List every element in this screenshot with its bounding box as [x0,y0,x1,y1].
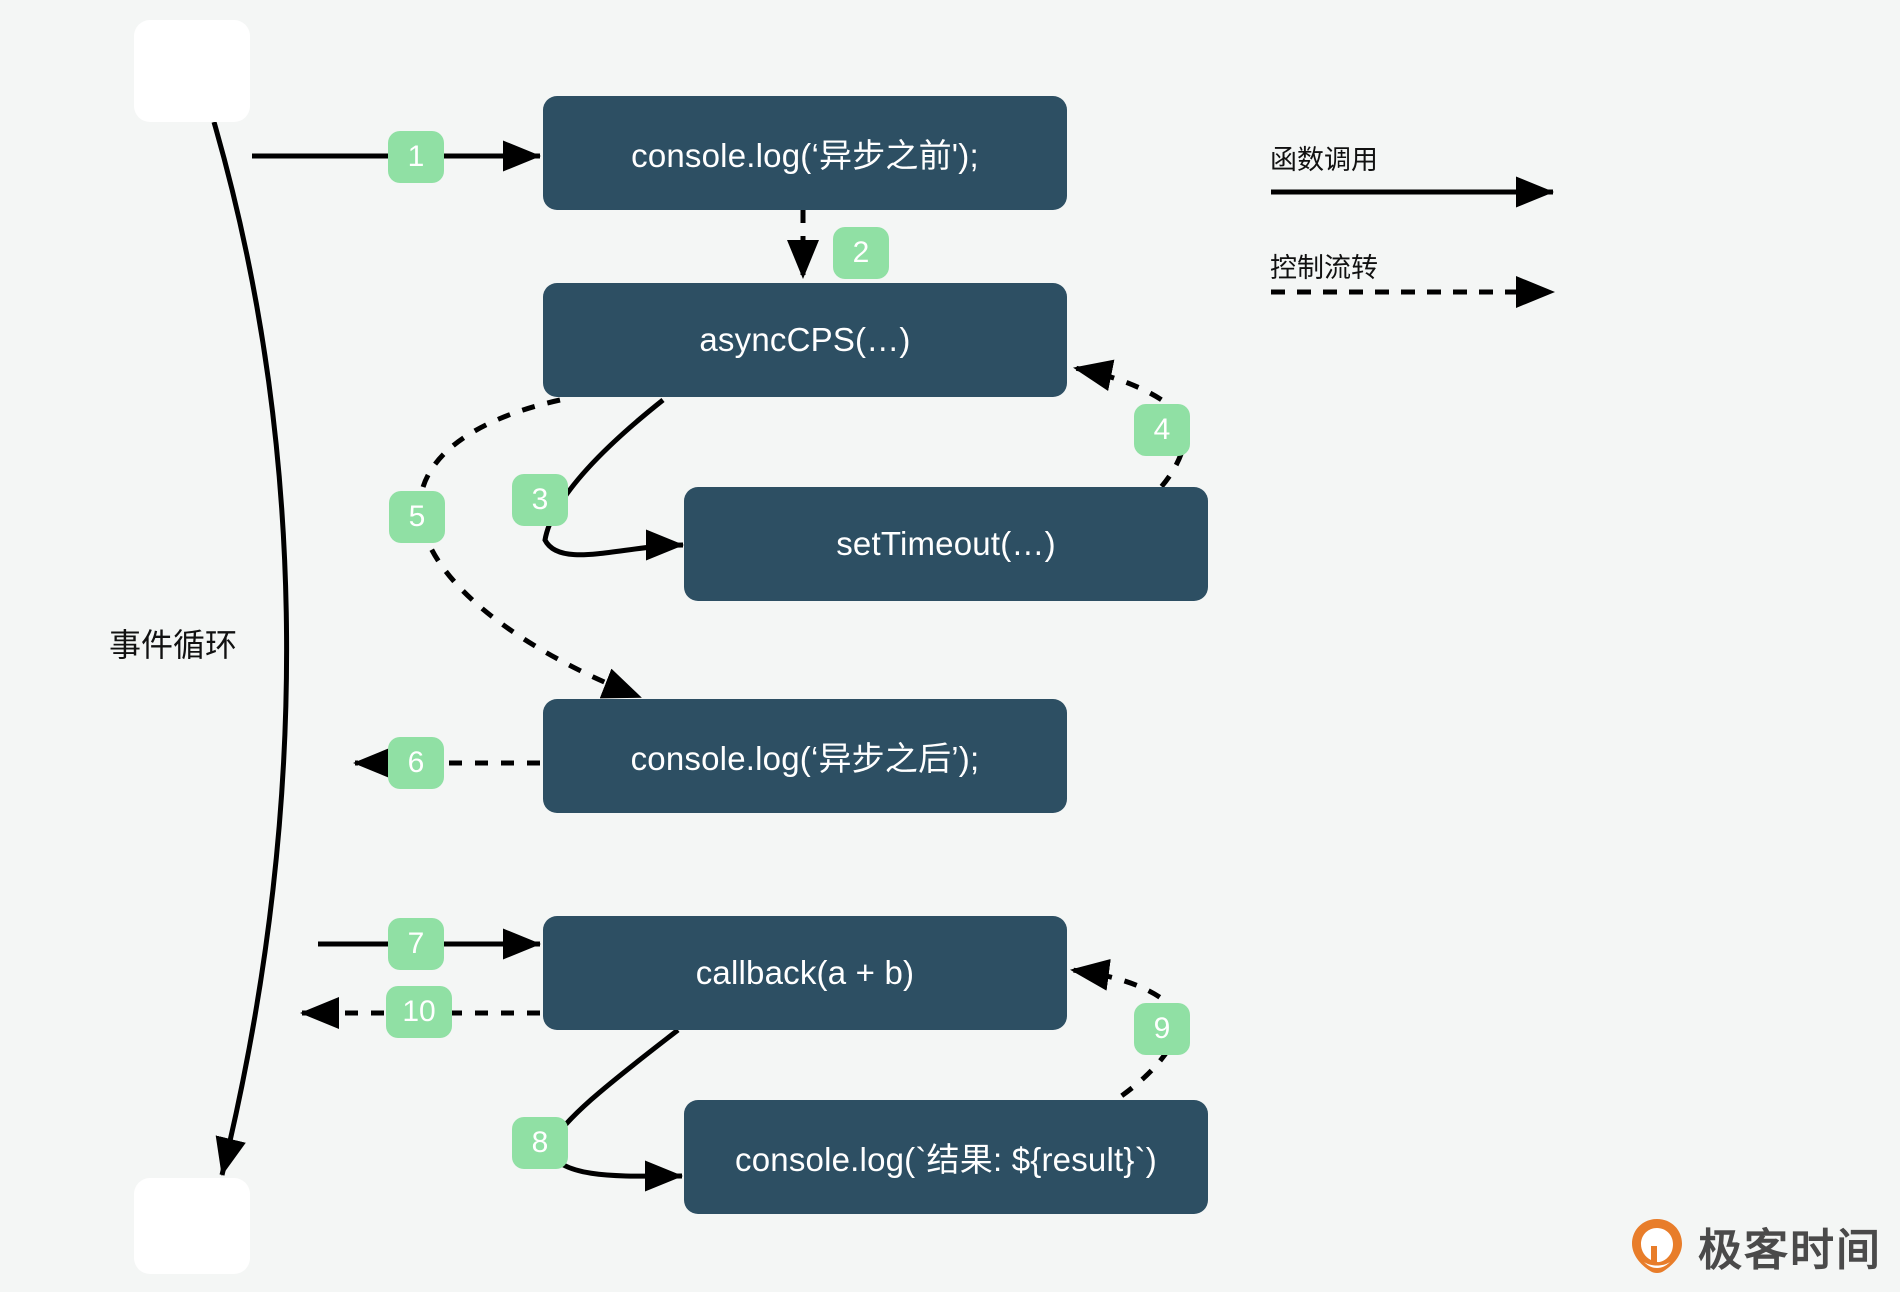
node-log-after[interactable]: console.log(‘异步之后’); [543,699,1067,813]
step-badge-8-label: 8 [531,1126,549,1159]
step-badge-3: 3 [512,474,568,526]
node-log-after-label: console.log(‘异步之后’); [630,740,980,777]
event-loop-end-node [134,1178,250,1274]
edge-5 [417,397,642,700]
edge-3 [542,398,684,561]
step-badge-1: 1 [388,131,444,183]
node-log-result-label: console.log(`结果: ${result}`) [735,1141,1157,1178]
step-badge-6: 6 [388,737,444,789]
node-settimeout[interactable]: setTimeout(…) [684,487,1208,601]
node-asynccps[interactable]: asyncCPS(…) [543,283,1067,397]
node-log-before-label: console.log(‘异步之前'); [631,137,979,174]
event-loop-label: 事件循环 [109,627,238,663]
node-callback[interactable]: callback(a + b) [543,916,1067,1030]
step-badge-6-label: 6 [407,746,425,779]
node-asynccps-label: asyncCPS(…) [699,321,911,358]
event-loop-start-node [134,20,250,122]
watermark-text: 极客时间 [1698,1226,1882,1275]
node-settimeout-label: setTimeout(…) [836,525,1056,562]
legend-item-function-call-label: 函数调用 [1270,145,1378,175]
step-badge-3-label: 3 [531,483,549,516]
step-badge-1-label: 1 [407,140,425,173]
node-log-result[interactable]: console.log(`结果: ${result}`) [684,1100,1208,1214]
step-badge-10-label: 10 [402,995,436,1028]
step-badge-2-label: 2 [852,236,870,269]
step-badge-2: 2 [833,227,889,279]
node-log-before[interactable]: console.log(‘异步之前'); [543,96,1067,210]
geekbang-logo-icon [1632,1219,1682,1273]
step-badge-7: 7 [388,918,444,970]
step-badge-5-label: 5 [408,500,426,533]
step-badge-10: 10 [386,986,452,1038]
step-badge-9: 9 [1134,1003,1190,1055]
step-badge-8: 8 [512,1117,568,1169]
step-badge-5: 5 [389,491,445,543]
node-callback-label: callback(a + b) [695,954,915,991]
step-badge-9-label: 9 [1153,1012,1171,1045]
edge-8 [545,1028,683,1192]
step-badge-7-label: 7 [407,927,425,960]
step-badge-4-label: 4 [1153,413,1171,446]
step-badge-4: 4 [1134,404,1190,456]
watermark-geekbang: 极客时间 [1630,1214,1882,1278]
legend-item-control-flow-label: 控制流转 [1270,253,1378,283]
